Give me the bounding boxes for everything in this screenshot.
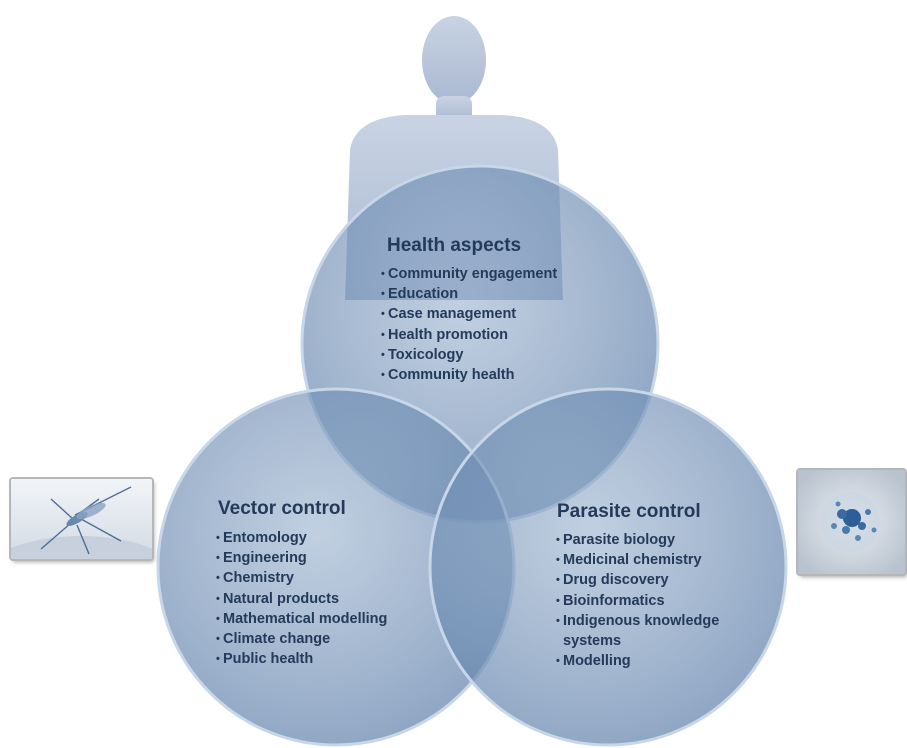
list-item: Community health	[381, 365, 557, 385]
vector-control-title: Vector control	[218, 498, 346, 519]
mosquito-icon	[11, 479, 152, 559]
list-item: Chemistry	[216, 568, 387, 588]
list-item: Climate change	[216, 629, 387, 649]
list-item: Indigenous knowledge systems	[556, 611, 743, 651]
list-item: Modelling	[556, 651, 756, 671]
parasite-control-title: Parasite control	[557, 501, 701, 522]
list-item: Mathematical modelling	[216, 609, 387, 629]
list-item: Health promotion	[381, 325, 557, 345]
vector-control-list: Entomology Engineering Chemistry Natural…	[216, 528, 387, 670]
list-item: Education	[381, 284, 557, 304]
parasite-cell-icon	[798, 470, 905, 574]
list-item: Entomology	[216, 528, 387, 548]
health-aspects-title: Health aspects	[387, 235, 522, 256]
list-item: Toxicology	[381, 345, 557, 365]
mosquito-image	[11, 479, 152, 559]
health-aspects-list: Community engagement Education Case mana…	[381, 264, 557, 385]
list-item: Case management	[381, 304, 557, 324]
list-item: Engineering	[216, 548, 387, 568]
list-item: Community engagement	[381, 264, 557, 284]
list-item: Natural products	[216, 589, 387, 609]
list-item: Bioinformatics	[556, 591, 756, 611]
list-item: Public health	[216, 649, 387, 669]
list-item: Drug discovery	[556, 570, 756, 590]
parasite-image	[798, 470, 905, 574]
list-item: Parasite biology	[556, 530, 756, 550]
parasite-control-list: Parasite biology Medicinal chemistry Dru…	[556, 530, 756, 672]
list-item: Medicinal chemistry	[556, 550, 756, 570]
